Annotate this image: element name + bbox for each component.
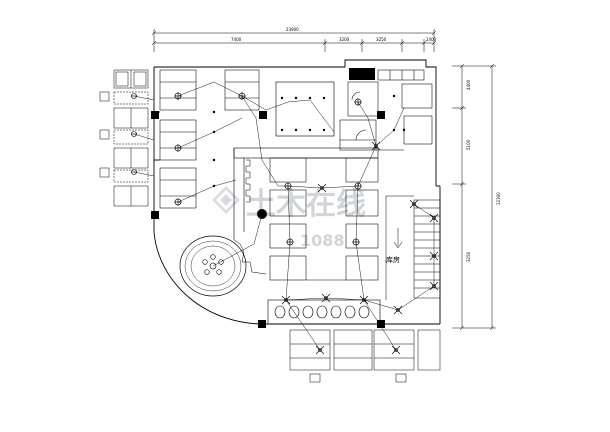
watermark-number-text: 1088 (300, 231, 345, 250)
booth-seating-left (159, 69, 197, 209)
bar-counter-stair-pattern (233, 159, 267, 275)
round-table (179, 235, 247, 297)
column (377, 111, 385, 119)
dim-right-seg-1: 4400 (466, 79, 471, 90)
exterior-seating-bottom (289, 329, 441, 383)
service-area (339, 69, 433, 151)
downlights (212, 94, 406, 188)
column (259, 111, 267, 119)
dim-right-overall: 12300 (496, 192, 501, 205)
electrical-wiring (133, 81, 435, 351)
structural-columns (151, 68, 385, 328)
ceiling-panel (233, 81, 379, 240)
staircase (385, 195, 441, 300)
dim-right-seg-2: 5100 (466, 139, 471, 150)
column (151, 211, 159, 219)
light-fixtures (131, 92, 362, 246)
right-dimension-line (452, 63, 496, 331)
dim-top-overall: 23900 (286, 27, 299, 32)
dim-top-seg-3: 3250 (376, 37, 387, 42)
room-label-storage: 库房 (386, 255, 400, 264)
exterior-seating-left (99, 69, 149, 207)
watermark-logo-icon (212, 186, 240, 214)
column (151, 111, 159, 119)
column (349, 68, 375, 80)
dim-top-seg-1: 7400 (231, 37, 242, 42)
front-counter (267, 299, 381, 325)
chandelier-icon (202, 254, 224, 275)
dim-top-seg-2: 3200 (339, 37, 350, 42)
dim-right-seg-3: 3250 (466, 251, 471, 262)
column (377, 320, 385, 328)
top-dimension-line (151, 29, 437, 52)
column (258, 320, 266, 328)
dim-top-seg-4: 2400 (426, 37, 437, 42)
